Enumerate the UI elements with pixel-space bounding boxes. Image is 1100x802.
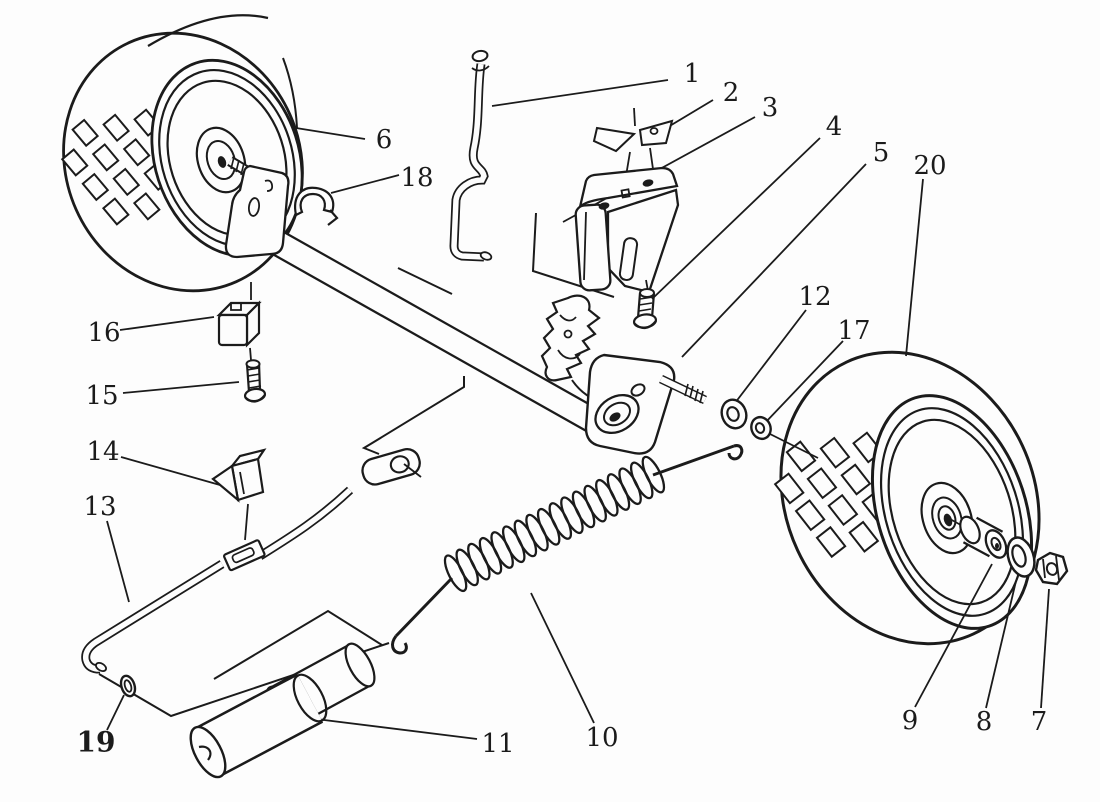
part-label-8: 8 <box>976 707 993 737</box>
part-label-4: 4 <box>826 112 843 142</box>
washer-part-17 <box>750 415 772 441</box>
nut-part-7 <box>1034 551 1069 586</box>
callout-leader-8 <box>985 580 1017 709</box>
washer-part-12 <box>720 398 748 430</box>
spacer-part-9 <box>959 515 1008 559</box>
part-label-20: 20 <box>913 151 946 181</box>
hairpin-rod-part-13 <box>81 560 225 674</box>
wheel-left <box>60 14 304 293</box>
bracket-hole-1 <box>598 202 610 210</box>
part-label-12: 12 <box>798 282 831 312</box>
part-label-1: 1 <box>684 59 701 89</box>
part-label-16: 16 <box>87 318 120 348</box>
screw-part-15 <box>243 359 267 403</box>
part-label-19: 19 <box>77 726 116 759</box>
bracket-part-3 <box>574 166 680 294</box>
sleeve-part-11 <box>189 642 376 779</box>
part-label-5: 5 <box>873 138 890 168</box>
wheel-right <box>773 350 1041 646</box>
bracket-front-face <box>606 188 680 294</box>
part-label-6: 6 <box>376 125 393 155</box>
callout-leader-11 <box>315 718 478 740</box>
part-label-2: 2 <box>723 78 740 108</box>
rod-top-cap <box>471 49 489 63</box>
washer-part-8 <box>1006 536 1036 578</box>
callout-leader-9 <box>914 563 993 708</box>
screw-part-4 <box>632 279 658 330</box>
callout-leader-7 <box>1040 588 1050 709</box>
hub-left <box>195 126 247 194</box>
cap-ring-part-19 <box>119 674 137 698</box>
rod-part-1 <box>449 49 493 262</box>
lever-flat-bar <box>223 539 266 572</box>
lever-eye-hole <box>389 455 410 474</box>
callout-leader-19 <box>106 694 125 731</box>
callout-leader-15 <box>122 381 240 394</box>
callout-leader-17 <box>763 340 844 425</box>
bracket-square-hole <box>620 188 631 199</box>
wedge-part-14 <box>211 448 267 541</box>
spring-hook-left <box>391 635 408 655</box>
callout-leader-13 <box>106 520 130 603</box>
callout-leader-4 <box>651 137 821 300</box>
callout-leader-16 <box>119 316 215 331</box>
callout-leader-18 <box>330 174 400 194</box>
bracket-slot <box>247 197 261 217</box>
part-label-7: 7 <box>1031 707 1048 737</box>
pivot-plate-part-5 <box>584 353 707 455</box>
clip-part-16 <box>216 282 262 361</box>
part-label-17: 17 <box>837 316 870 346</box>
bracket-left-wall <box>574 203 612 292</box>
part-label-10: 10 <box>585 723 618 753</box>
bracket-hook-mark <box>264 179 274 192</box>
callout-leader-6 <box>295 127 366 140</box>
bracket-top-face <box>578 166 679 208</box>
bracket-hole-2 <box>642 179 654 187</box>
spring-part-10 <box>391 444 744 655</box>
bracket-slot <box>618 237 639 281</box>
tube-curl-mark <box>198 745 212 761</box>
u-clip-part-18 <box>294 186 339 226</box>
callout-leaders <box>106 79 1050 740</box>
callout-leader-14 <box>120 456 221 486</box>
tire-edge-arc <box>147 14 269 47</box>
callout-leader-5 <box>681 163 867 358</box>
hub-right <box>920 481 974 555</box>
pivot-plate-small-hole <box>630 383 646 397</box>
adjuster-lever-arm <box>223 448 422 572</box>
part-label-15: 15 <box>85 381 118 411</box>
part-label-18: 18 <box>400 163 433 193</box>
rod-end-cap <box>95 662 107 672</box>
callout-leader-10 <box>530 592 595 724</box>
wing-lever-part-2 <box>592 107 674 177</box>
assembly-axis-line <box>769 433 819 459</box>
outer-tube-mouth <box>292 673 328 723</box>
part-label-14: 14 <box>86 437 119 467</box>
rod-end-cap <box>479 251 493 261</box>
inner-tube-end <box>344 642 376 688</box>
part-label-13: 13 <box>83 492 116 522</box>
outer-tube-end <box>189 725 227 779</box>
axle-assembly <box>224 156 599 432</box>
pivot-plate-big-hole <box>594 393 640 435</box>
part-label-3: 3 <box>762 93 779 123</box>
callout-leader-12 <box>734 309 807 404</box>
part-label-11: 11 <box>481 729 514 759</box>
callout-leader-20 <box>905 178 924 357</box>
part-label-9: 9 <box>902 706 919 736</box>
callout-leader-1 <box>491 79 669 107</box>
spring-hook-right <box>727 444 744 461</box>
